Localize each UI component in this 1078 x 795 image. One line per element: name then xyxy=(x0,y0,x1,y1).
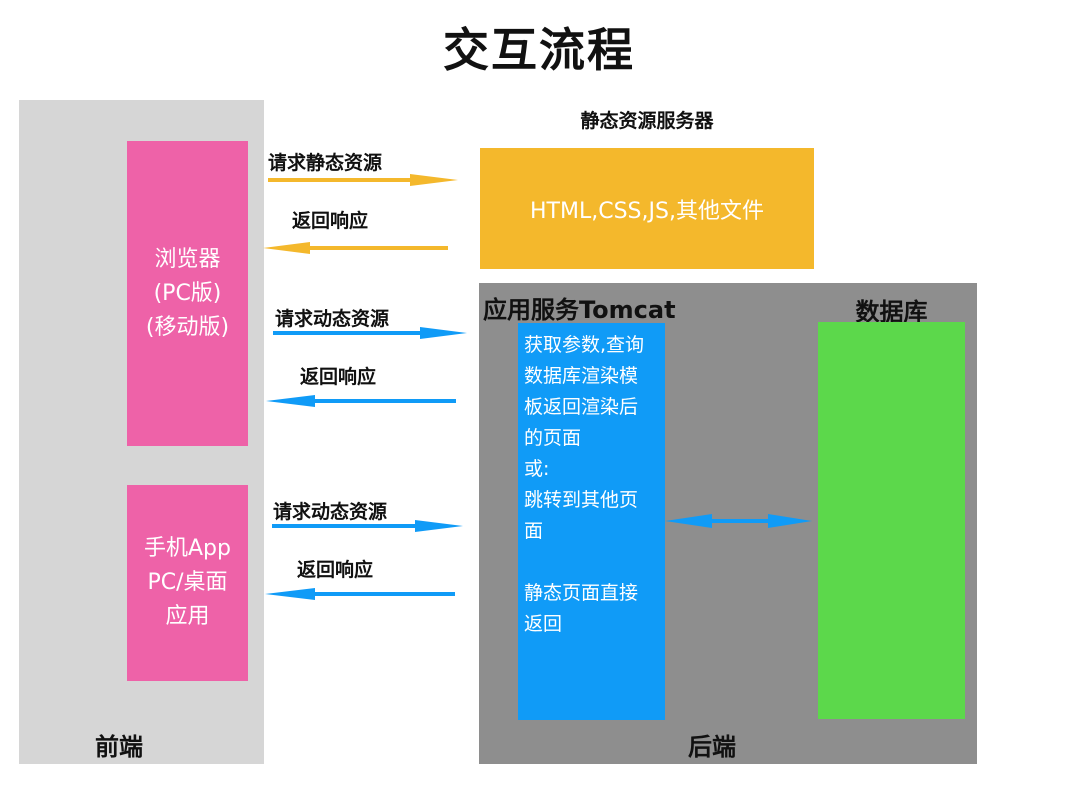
logic-line: 静态页面直接 xyxy=(524,582,639,604)
frontend-label: 前端 xyxy=(95,733,143,761)
database-title: 数据库 xyxy=(855,298,928,326)
request-dynamic-label-2: 请求动态资源 xyxy=(273,501,388,523)
static-server-box: HTML,CSS,JS,其他文件 xyxy=(480,148,814,269)
browser-line: (PC版) xyxy=(153,280,222,306)
response-static-label: 返回响应 xyxy=(292,210,369,232)
app-client-box: 手机App PC/桌面 应用 xyxy=(127,485,248,681)
backend-label: 后端 xyxy=(688,733,736,761)
logic-line: 板返回渲染后 xyxy=(524,396,639,418)
request-dynamic-arrow-2 xyxy=(272,520,463,532)
response-static-arrow xyxy=(263,242,448,254)
logic-line: 的页面 xyxy=(524,427,582,449)
static-server-label: 静态资源服务器 xyxy=(580,110,714,132)
logic-line: 获取参数,查询 xyxy=(524,334,645,356)
logic-line: 面 xyxy=(524,520,544,542)
diagram-title: 交互流程 xyxy=(443,23,635,77)
logic-line: 数据库渲染模 xyxy=(524,365,639,387)
app-database-bidirectional-arrow xyxy=(665,514,812,528)
response-dynamic-arrow-1 xyxy=(266,395,456,407)
response-dynamic-arrow-2 xyxy=(265,588,455,600)
app-server-logic-box: 获取参数,查询 数据库渲染模 板返回渲染后 的页面 或: 跳转到其他页 面 静态… xyxy=(518,323,665,720)
request-static-label: 请求静态资源 xyxy=(268,152,383,174)
response-dynamic-label-2: 返回响应 xyxy=(297,559,374,581)
request-dynamic-arrow-1 xyxy=(273,327,467,339)
app-server-logic-text: 获取参数,查询 数据库渲染模 板返回渲染后 的页面 或: 跳转到其他页 面 静态… xyxy=(524,330,664,640)
app-line: 应用 xyxy=(165,604,210,629)
app-line: 手机App xyxy=(144,536,231,561)
logic-line: 返回 xyxy=(524,613,563,635)
app-server-title: 应用服务Tomcat xyxy=(483,296,676,324)
browser-line: (移动版) xyxy=(145,314,230,340)
request-dynamic-label-1: 请求动态资源 xyxy=(275,308,390,330)
browser-line: 浏览器 xyxy=(154,246,221,272)
logic-line: 或: xyxy=(524,458,550,480)
browser-client-box: 浏览器 (PC版) (移动版) xyxy=(127,141,248,446)
response-dynamic-label-1: 返回响应 xyxy=(300,366,377,388)
request-static-arrow xyxy=(268,174,458,186)
static-server-content: HTML,CSS,JS,其他文件 xyxy=(530,198,764,224)
database-box xyxy=(818,322,965,719)
app-line: PC/桌面 xyxy=(147,570,228,595)
logic-line: 跳转到其他页 xyxy=(524,489,639,511)
